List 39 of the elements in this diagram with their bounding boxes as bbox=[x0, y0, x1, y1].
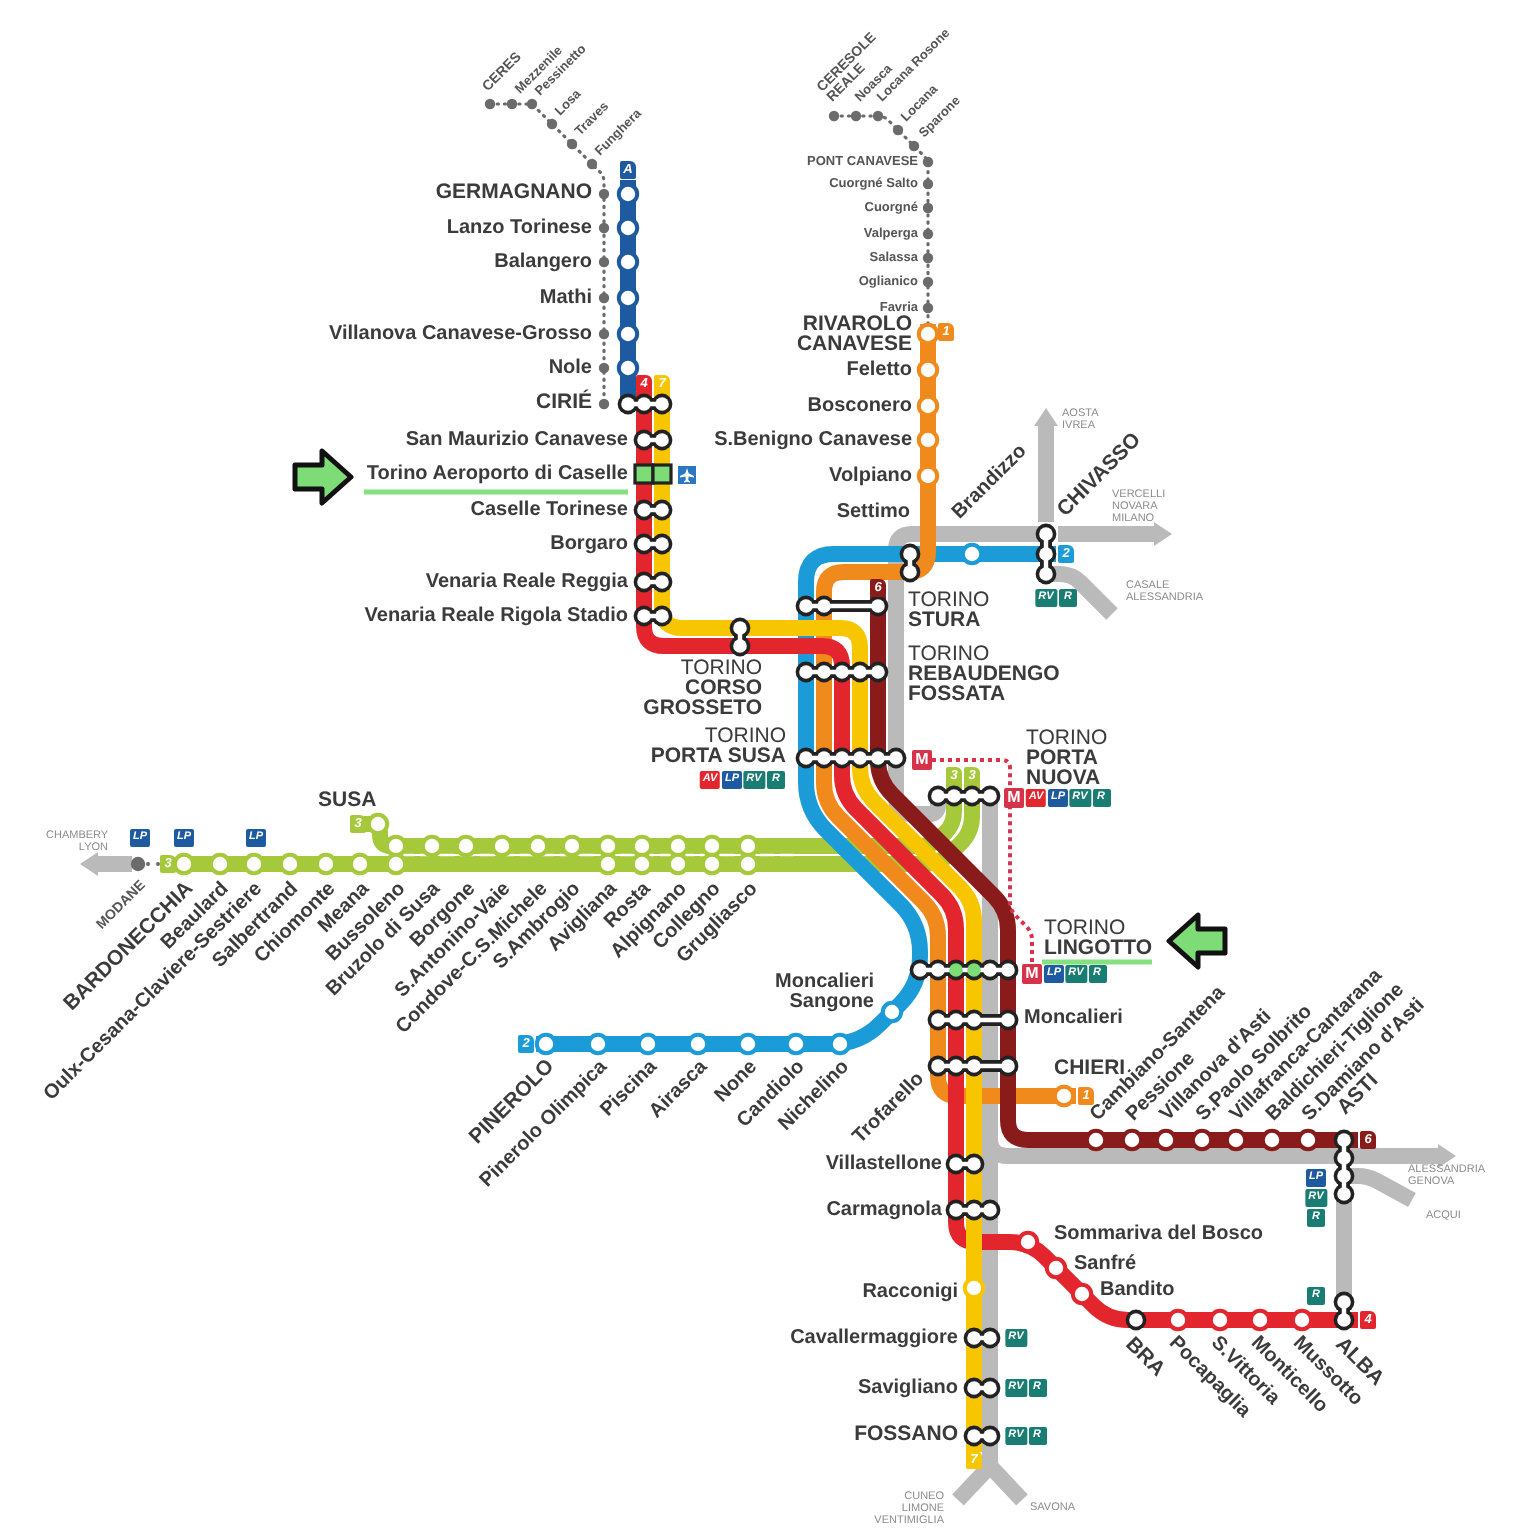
station-label: Villanova Canavese-Grosso bbox=[328, 323, 592, 345]
station-label: San Maurizio Canavese bbox=[405, 429, 628, 451]
station-label: Feletto bbox=[846, 359, 912, 381]
station-label: Villastellone bbox=[825, 1153, 942, 1175]
station-label: Caselle Torinese bbox=[470, 499, 628, 521]
station-label: Volpiano bbox=[829, 465, 912, 487]
station-label: TORINO LINGOTTO bbox=[1044, 920, 1153, 960]
station-label: Venaria Reale Rigola Stadio bbox=[364, 605, 628, 627]
station-label: TORINO REBAUDENGO FOSSATA bbox=[908, 646, 1060, 706]
station-label: TORINO CORSO GROSSETO bbox=[643, 660, 762, 720]
station-label: Mathi bbox=[539, 287, 592, 309]
station-label: GERMAGNANO bbox=[435, 182, 592, 206]
station-label: TORINO STURA bbox=[908, 592, 990, 632]
station-label: Bosconero bbox=[807, 395, 912, 417]
station-label: RIVAROLO CANAVESE bbox=[796, 316, 912, 356]
station-label: Sanfré bbox=[1074, 1253, 1137, 1275]
station-label: Venaria Reale Reggia bbox=[425, 571, 628, 593]
station-label: Lanzo Torinese bbox=[446, 217, 592, 239]
station-label: Cavallermaggiore bbox=[790, 1327, 958, 1349]
metro-badge: M bbox=[1004, 788, 1024, 808]
station-label: TORINO PORTA SUSA bbox=[648, 728, 786, 768]
station-label: S.Benigno Canavese bbox=[714, 429, 912, 451]
station-label: Savigliano bbox=[857, 1377, 958, 1399]
metro-badge: M bbox=[1022, 964, 1042, 984]
station-label: Bandito bbox=[1100, 1279, 1175, 1301]
station-label: Sommariva del Bosco bbox=[1054, 1223, 1263, 1245]
metro-badge: M bbox=[912, 750, 932, 770]
station-label: Moncalieri Sangone bbox=[775, 973, 874, 1011]
station-label: Carmagnola bbox=[826, 1199, 942, 1221]
station-label: Nole bbox=[548, 357, 592, 379]
station-label: Torino Aeroporto di Caselle bbox=[366, 463, 628, 485]
station-label: Borgaro bbox=[550, 533, 628, 555]
station-label: Balangero bbox=[494, 251, 592, 273]
station-label: TORINO PORTA NUOVA bbox=[1026, 730, 1108, 790]
station-label: Racconigi bbox=[862, 1281, 958, 1303]
station-label: FOSSANO bbox=[854, 1424, 958, 1448]
station-label: Settimo bbox=[836, 501, 910, 523]
station-label: SUSA bbox=[318, 790, 377, 814]
station-label: CIRIÉ bbox=[535, 392, 592, 416]
